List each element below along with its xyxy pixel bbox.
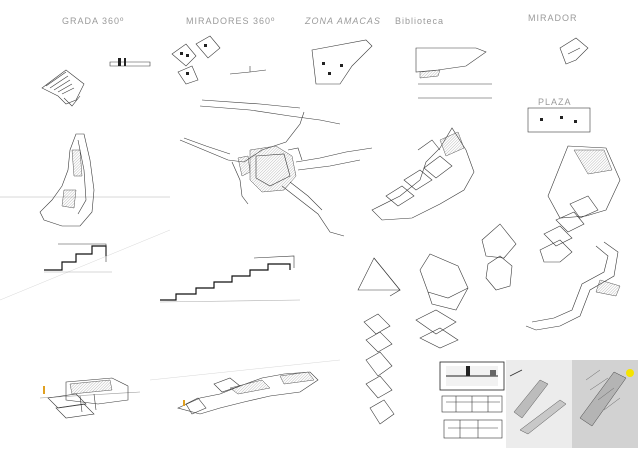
plaza-plan: [527, 107, 591, 133]
miradores-plan-modules: [171, 35, 221, 85]
label-zona-amacas: ZONA AMACAS: [305, 16, 381, 26]
grada-plan: [39, 133, 95, 227]
winding-path: [525, 241, 621, 331]
grada-axonometric-bottom: [39, 377, 141, 419]
grada-section-small: [109, 58, 151, 67]
model-photo-panel: [506, 360, 638, 448]
human-figure-2: [183, 400, 185, 406]
human-figure: [43, 386, 45, 394]
zona-amacas-plan: [311, 39, 373, 85]
biblioteca-plan: [415, 47, 492, 99]
mirador-plan: [559, 37, 589, 65]
label-miradores: MIRADORES 360º: [186, 16, 276, 26]
grada-stepped-section: [44, 243, 112, 273]
miradores-axonometric-bottom: [177, 371, 319, 415]
guide-lines: [0, 196, 341, 381]
grada-axonometric: [41, 69, 85, 107]
label-mirador: MIRADOR: [528, 13, 578, 23]
miradores-stepped-section: [159, 255, 301, 303]
plaza-axonometric: [543, 145, 621, 247]
highlight-dot: [626, 369, 634, 377]
label-plaza: PLAZA: [538, 97, 572, 107]
miradores-small-section: [229, 66, 267, 75]
label-biblioteca: Biblioteca: [395, 16, 445, 26]
master-site-plan: [179, 99, 373, 237]
label-grada: GRADA 360º: [62, 16, 125, 26]
biblioteca-axonometric: [371, 127, 475, 221]
library-drawings-panel: [439, 361, 505, 439]
module-perspectives: [357, 223, 573, 425]
